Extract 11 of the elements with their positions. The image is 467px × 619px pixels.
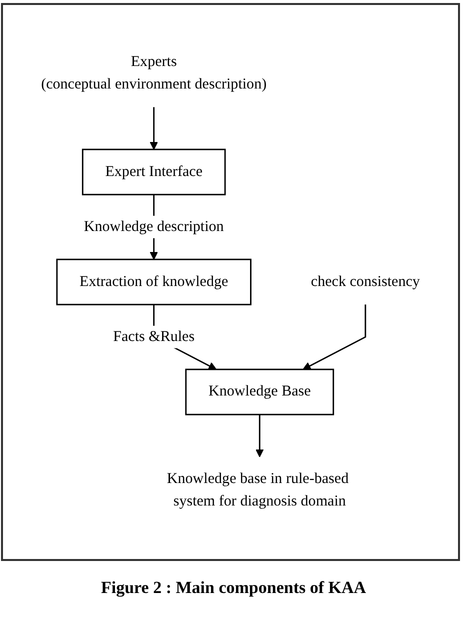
node-box	[56, 258, 252, 306]
node-box	[82, 148, 226, 196]
arrow	[302, 304, 366, 370]
arrow	[150, 107, 158, 150]
arrow	[256, 414, 264, 458]
node-text: Knowledge base in rule-based system for diagnosis domain	[166, 470, 349, 510]
edge-label: Knowledge description	[84, 218, 224, 235]
figure-caption: Figure 2 : Main components of KAA	[100, 578, 366, 597]
node-box	[185, 368, 334, 416]
node-text: check consistency	[310, 274, 420, 290]
node-text: Experts (conceptual environment description)	[41, 54, 267, 92]
